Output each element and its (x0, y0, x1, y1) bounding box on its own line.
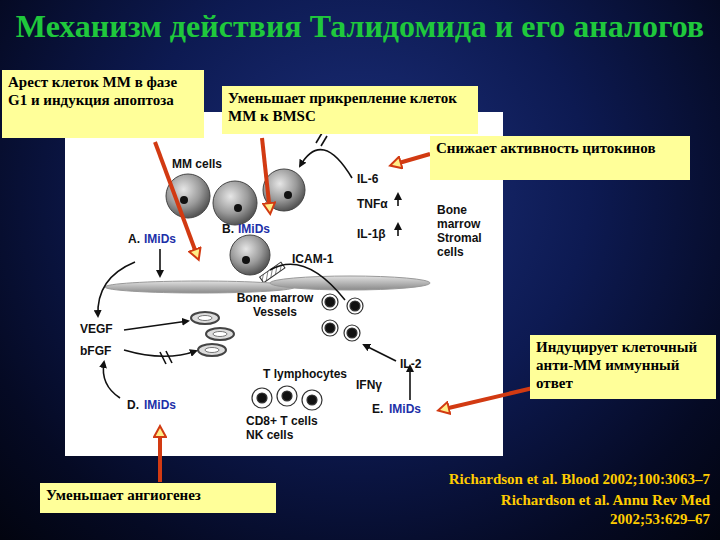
citation: Richardson et al. Blood 2002;100:3063–7 (370, 470, 710, 489)
slide-title: Механизм действия Талидомида и его анало… (10, 4, 710, 48)
callout-text: Индуцирует клеточный анти-ММ иммунный от… (536, 338, 710, 392)
drug-label: IMiDs (238, 222, 270, 236)
callout-text: Уменьшает ангиогенез (46, 486, 270, 504)
diagram-label: D. (127, 398, 139, 412)
diagram-label: IL-6 (357, 172, 378, 186)
diagram-label: bFGF (80, 344, 111, 358)
callout-box: Уменьшает прикрепление клеток ММ к BMSC (222, 86, 478, 134)
diagram-label: IFNγ (356, 378, 382, 392)
diagram-label: Bone marrow Stromal cells (437, 203, 489, 259)
callout-box: Арест клеток ММ в фазе G1 и индукция апо… (2, 70, 204, 138)
diagram-label: MM cells (172, 157, 222, 171)
diagram-label: E. (372, 402, 383, 416)
drug-label: IMiDs (144, 232, 176, 246)
drug-label: IMiDs (389, 402, 421, 416)
diagram-label: B. (222, 222, 234, 236)
diagram-label: A. (128, 232, 140, 246)
callout-text: Снижает активность цитокинов (436, 139, 684, 157)
callout-text: Арест клеток ММ в фазе G1 и индукция апо… (8, 73, 198, 109)
diagram-label: IL-2 (400, 357, 421, 371)
callout-box: Индуцирует клеточный анти-ММ иммунный от… (530, 335, 716, 399)
callout-box: Снижает активность цитокинов (430, 136, 690, 180)
diagram-label: IL-1β (357, 227, 386, 241)
diagram-label: Bone marrow Vessels (236, 291, 314, 319)
citation: Richardson et al. Annu Rev Med 2002;53:6… (420, 491, 710, 529)
drug-label: IMiDs (144, 398, 176, 412)
diagram-label: CD8+ T cells NK cells (246, 414, 326, 442)
diagram-label: TNFα (357, 197, 388, 211)
diagram-label: ICAM-1 (292, 252, 333, 266)
callout-box: Уменьшает ангиогенез (40, 483, 276, 513)
diagram-label: VEGF (80, 322, 113, 336)
diagram-label: T lymphocytes (263, 367, 347, 381)
callout-text: Уменьшает прикрепление клеток ММ к BMSC (228, 89, 472, 125)
